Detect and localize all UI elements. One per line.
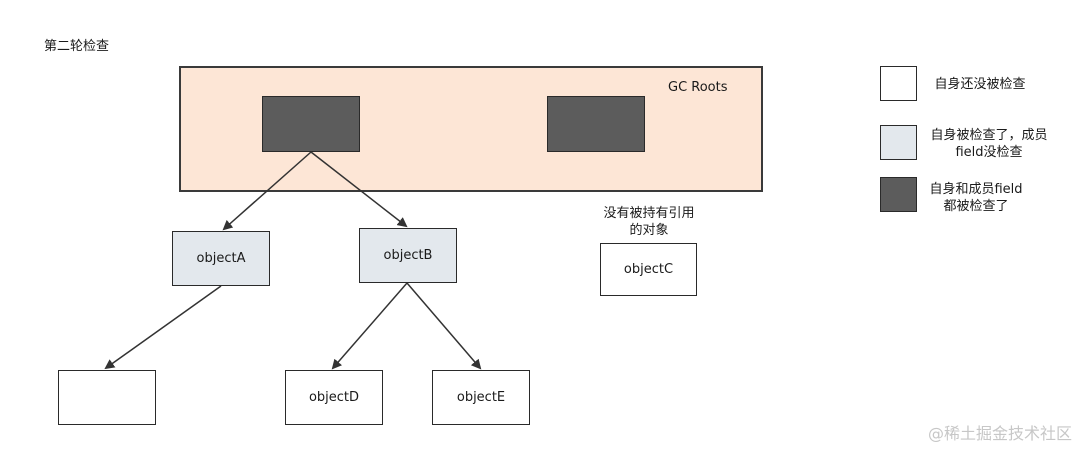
legend-label-full-line1: 自身和成员field (929, 182, 1023, 197)
legend-label-unchecked: 自身还没被检查 (934, 77, 1026, 92)
node-objectB: objectB (359, 228, 457, 283)
arrow-objectB-to-objectE (406, 282, 482, 370)
arrow-root-to-objectA (222, 151, 312, 231)
node-unnamed (58, 370, 156, 425)
node-objectE: objectE (432, 370, 530, 425)
legend-label-full-line2: 都被检查了 (943, 199, 1009, 214)
gc-roots-label: GC Roots (668, 80, 728, 95)
legend-label-partial: 自身被检查了，成员 field没检查 (924, 127, 1054, 161)
unreferenced-note-line2: 的对象 (629, 223, 669, 238)
legend-swatch-full (880, 177, 917, 212)
legend-label-partial-line1: 自身被检查了，成员 (930, 128, 1048, 143)
legend-swatch-unchecked (880, 66, 917, 101)
node-objectC: objectC (600, 243, 697, 296)
diagram-title: 第二轮检查 (44, 39, 110, 54)
unreferenced-note-line1: 没有被持有引用 (603, 206, 695, 221)
arrow-objectB-to-objectD (331, 282, 408, 370)
root-object-right (547, 96, 645, 152)
watermark: @稀土掘金技术社区 (927, 424, 1072, 443)
legend-label-full: 自身和成员field 都被检查了 (924, 181, 1028, 215)
unreferenced-note: 没有被持有引用 的对象 (594, 205, 704, 239)
legend-swatch-partial (880, 125, 917, 160)
arrow-objectA-to-unnamed (104, 285, 222, 370)
node-objectD: objectD (285, 370, 383, 425)
root-object-left (262, 96, 360, 152)
node-objectA: objectA (172, 231, 270, 286)
arrow-root-to-objectB (310, 151, 408, 228)
legend-label-partial-line2: field没检查 (955, 145, 1023, 160)
